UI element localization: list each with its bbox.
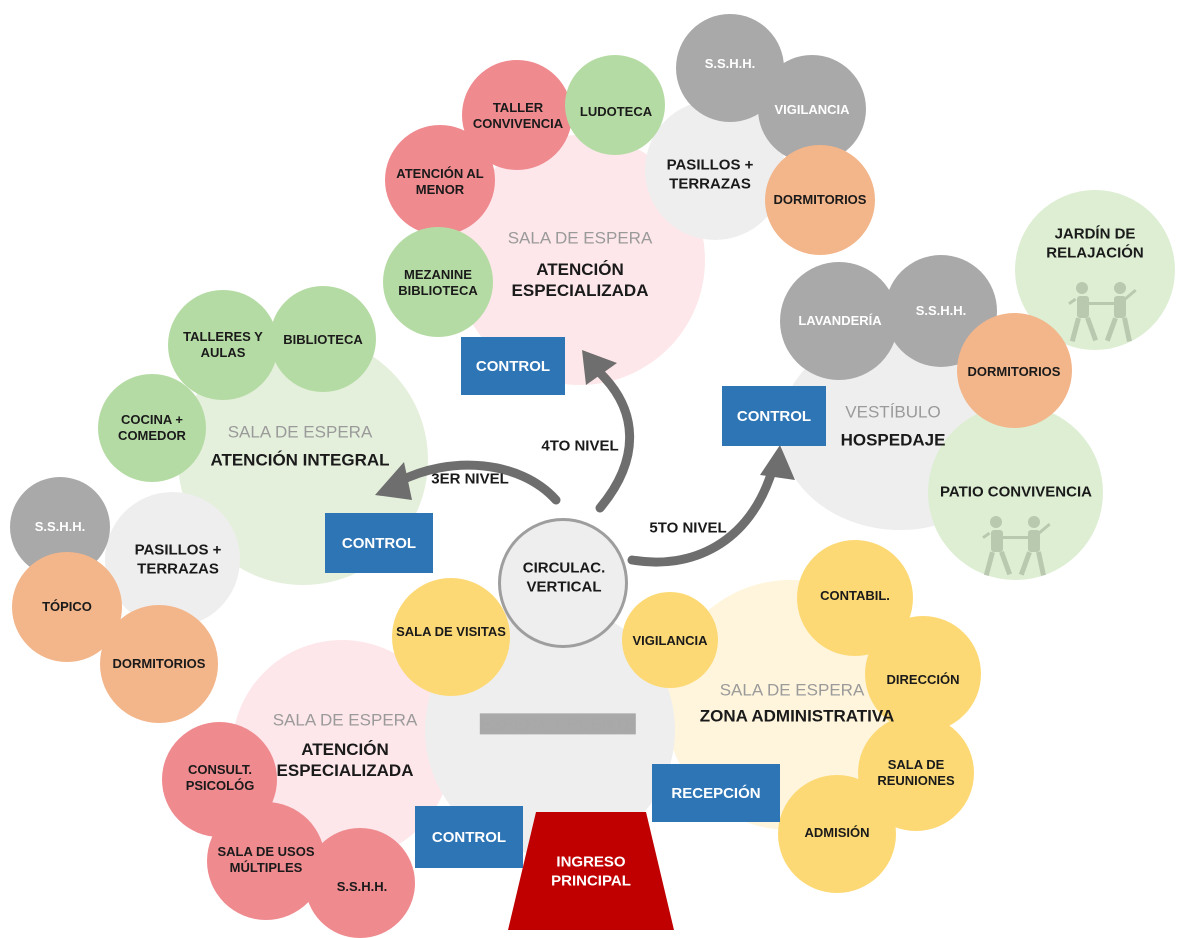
admin-admision-label: ADMISIÓN xyxy=(804,824,870,840)
left-hall-label-2: ATENCIÓN INTEGRAL xyxy=(210,450,390,470)
arrow-4to-nivel-head xyxy=(582,350,617,385)
top-sshh-label: S.S.H.H. xyxy=(704,55,756,71)
top-dormitorios-label: DORMITORIOS xyxy=(773,191,867,207)
ingreso-principal-shape xyxy=(508,812,674,930)
bl-hall-label-1: SALA DE ESPERA xyxy=(272,710,418,730)
left-cocina-circle xyxy=(98,374,206,482)
bl-sshh-label: S.S.H.H. xyxy=(336,878,388,894)
arrow-5to-nivel xyxy=(627,463,778,567)
left-hall-label-1: SALA DE ESPERA xyxy=(227,422,373,442)
left-dormitorios-label: DORMITORIOS xyxy=(112,655,206,671)
left-topico-label: TÓPICO xyxy=(42,598,92,614)
top-hall-label-2: ATENCIÓN ESPECIALIZADA xyxy=(511,259,649,300)
top-atencion-menor-circle xyxy=(385,125,495,235)
bl-usos-circle xyxy=(207,802,325,920)
arrow-4to-nivel xyxy=(592,365,635,513)
right-jardin-label: JARDÍN DE RELAJACIÓN xyxy=(1046,225,1144,261)
recepcion-box: RECEPCIÓN xyxy=(652,764,780,822)
bottom-control-box: CONTROL xyxy=(415,806,523,868)
dancing-people-icon xyxy=(1068,282,1137,342)
dancing-people-icon-2 xyxy=(982,516,1051,576)
sala-visitas-label: SALA DE VISITAS xyxy=(396,623,506,639)
circulacion-vertical-circle xyxy=(498,518,628,648)
right-lavanderia-circle xyxy=(780,262,898,380)
left-talleres-circle xyxy=(168,290,278,400)
top-ludoteca-circle xyxy=(565,55,665,155)
left-biblioteca-label: BIBLIOTECA xyxy=(283,331,363,347)
left-dormitorios-circle xyxy=(100,605,218,723)
top-mezanine-circle xyxy=(383,227,493,337)
arrow-3er-nivel xyxy=(393,460,561,505)
admin-contabil-label: CONTABIL. xyxy=(820,587,890,603)
right-hall-label-2: HOSPEDAJE xyxy=(840,430,946,450)
left-pasillos-label: PASILLOS + TERRAZAS xyxy=(134,541,222,577)
left-pasillos-circle xyxy=(105,492,240,627)
admin-direccion-label: DIRECCIÓN xyxy=(886,671,960,687)
nivel-4-label: 4TO NIVEL xyxy=(541,437,619,455)
bottom-sala-visitas-circle xyxy=(392,578,510,696)
admin-admision-circle xyxy=(778,775,896,893)
top-pasillos-label: PASILLOS + TERRAZAS xyxy=(666,156,754,192)
admin-reuniones-label: SALA DE REUNIONES xyxy=(877,756,955,788)
admin-direccion-circle xyxy=(865,616,981,732)
bottom-vigilancia-circle xyxy=(622,592,718,688)
circulacion-vertical-label: CIRCULAC. VERTICAL xyxy=(522,559,606,595)
left-cocina-label: COCINA + COMEDOR xyxy=(118,411,186,443)
admin-hall-label-2: ZONA ADMINISTRATIVA xyxy=(699,706,895,726)
right-sshh-label: S.S.H.H. xyxy=(915,302,967,318)
top-vigilancia-label: VIGILANCIA xyxy=(774,101,850,117)
arrow-5to-nivel-head xyxy=(760,445,795,480)
bottom-vigilancia-label: VIGILANCIA xyxy=(632,632,708,648)
top-control-box: CONTROL xyxy=(461,337,565,395)
left-biblioteca-circle xyxy=(270,286,376,392)
right-patio-label: PATIO CONVIVENCIA xyxy=(940,483,1092,501)
arrow-3er-nivel-head xyxy=(375,462,412,500)
admin-hall-label-1: SALA DE ESPERA xyxy=(719,680,865,700)
right-patio-circle xyxy=(928,405,1103,580)
right-dormitorios-label: DORMITORIOS xyxy=(967,363,1061,379)
top-taller-label: TALLER CONVIVENCIA xyxy=(472,99,564,131)
bl-sshh-circle xyxy=(305,828,415,938)
nivel-3-label: 3ER NIVEL xyxy=(431,470,509,488)
top-dormitorios-circle xyxy=(765,145,875,255)
left-talleres-label: TALLERES Y AULAS xyxy=(183,328,263,360)
bl-consult-label: CONSULT. PSICOLÓG xyxy=(185,761,255,793)
top-atencion-menor-label: ATENCIÓN AL MENOR xyxy=(396,165,484,197)
nivel-5-label: 5TO NIVEL xyxy=(649,519,727,537)
left-sshh-label: S.S.H.H. xyxy=(34,518,86,534)
left-control-box: CONTROL xyxy=(325,513,433,573)
top-mezanine-label: MEZANINE BIBLIOTECA xyxy=(398,266,478,298)
top-hall-label-1: SALA DE ESPERA xyxy=(507,228,653,248)
top-ludoteca-label: LUDOTECA xyxy=(579,103,653,119)
ingreso-principal-label: INGRESO PRINCIPAL xyxy=(551,853,631,889)
espera-puente-label: ESPERA + PUENTE xyxy=(479,713,637,735)
bl-hall-label-2: ATENCIÓN ESPECIALIZADA xyxy=(276,739,414,780)
right-lavanderia-label: LAVANDERÍA xyxy=(798,312,882,328)
right-control-box: CONTROL xyxy=(722,386,826,446)
right-hall-label-1: VESTÍBULO xyxy=(845,402,941,422)
right-dormitorios-circle xyxy=(957,313,1072,428)
bl-usos-label: SALA DE USOS MÚLTIPLES xyxy=(217,843,315,875)
